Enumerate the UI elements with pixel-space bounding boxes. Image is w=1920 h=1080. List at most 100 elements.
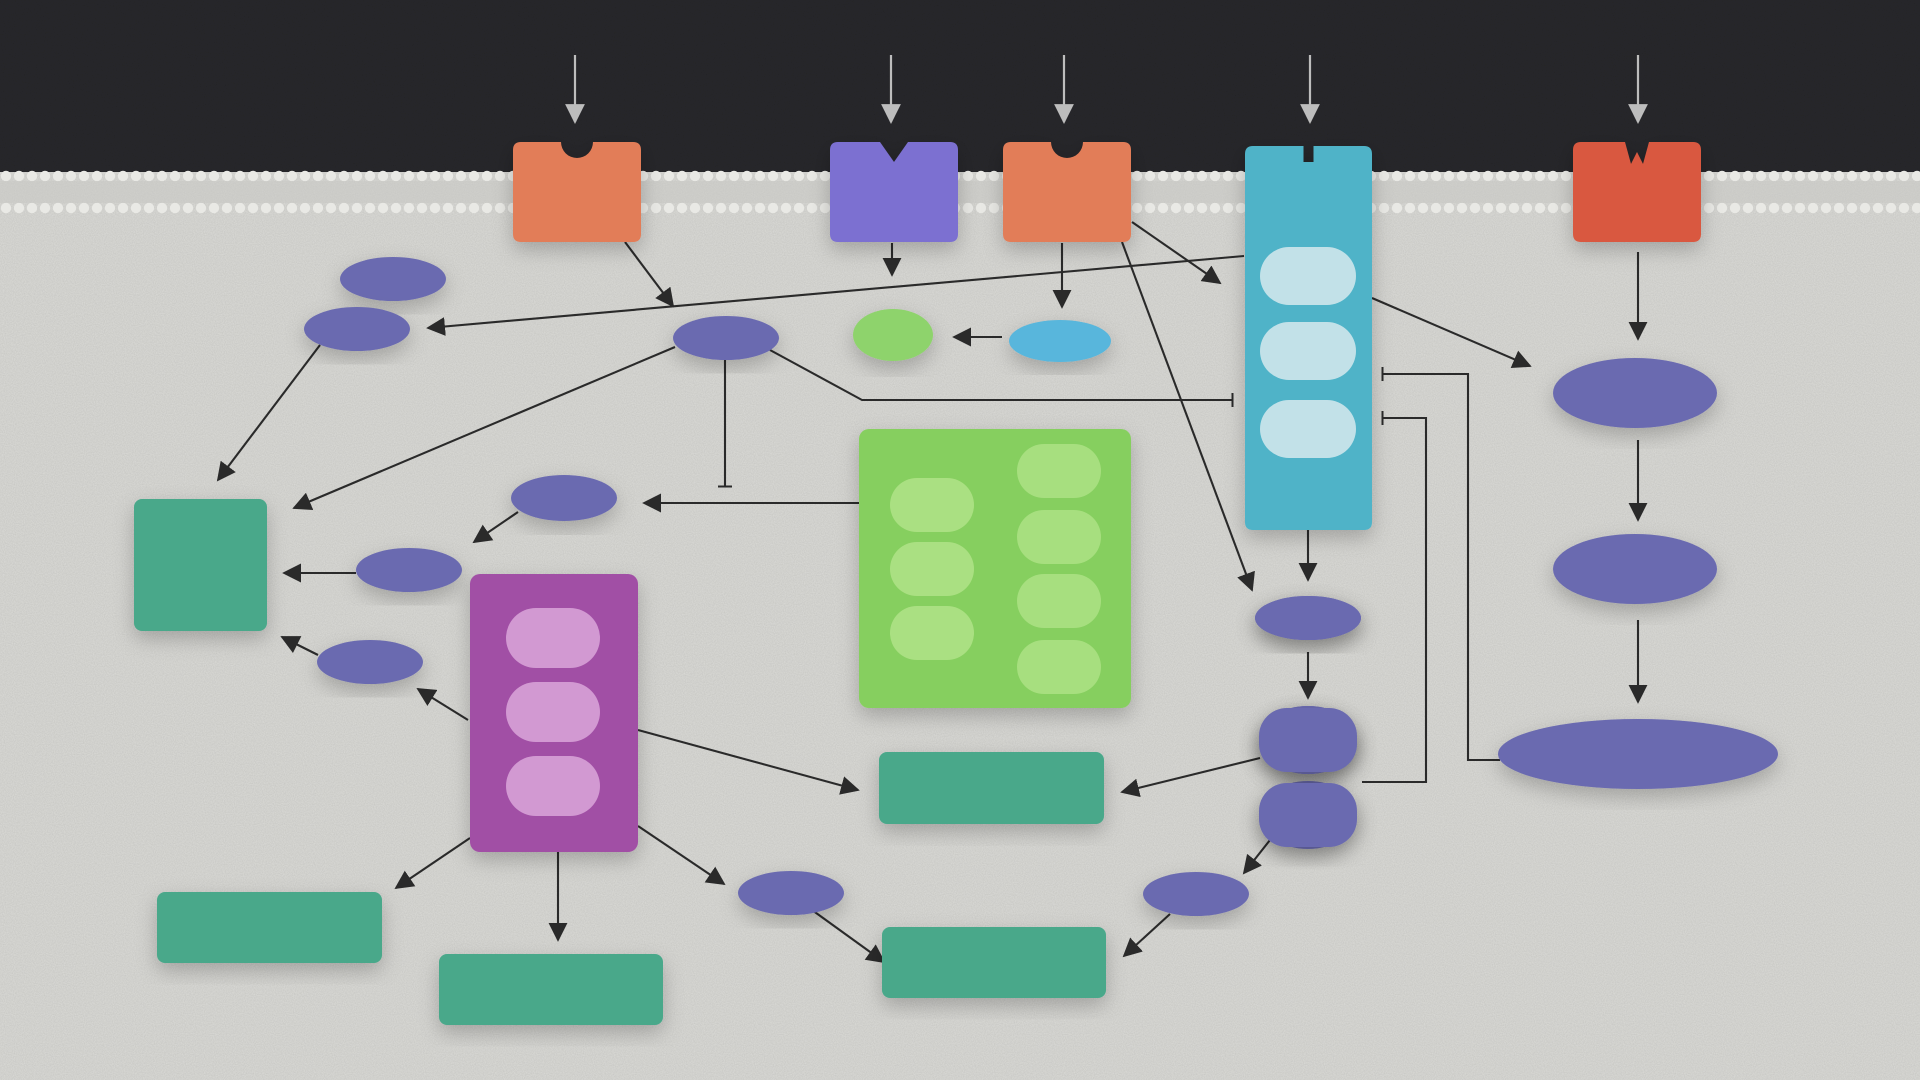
target-5: [882, 927, 1106, 998]
membrane-bead: [234, 170, 246, 182]
membrane-bead: [1703, 202, 1715, 214]
activation-edge: [1120, 756, 1261, 798]
membrane-bead: [52, 170, 64, 182]
membrane-bead: [455, 202, 467, 214]
membrane-bead: [1534, 170, 1546, 182]
activation-edge: [637, 825, 726, 886]
node-g: [356, 548, 462, 592]
membrane-bead: [312, 170, 324, 182]
membrane-bead: [1222, 170, 1234, 182]
inhibition-edge: [769, 349, 1234, 407]
membrane-bead: [663, 202, 675, 214]
complex-green-subunit: [1017, 574, 1101, 628]
membrane-bead: [338, 202, 350, 214]
membrane-bead: [286, 202, 298, 214]
membrane-bead: [1755, 202, 1767, 214]
membrane-bead: [1417, 170, 1429, 182]
membrane-bead: [780, 170, 792, 182]
membrane-bead: [39, 170, 51, 182]
membrane-bead: [663, 170, 675, 182]
target-4: [439, 954, 663, 1025]
membrane-bead: [1716, 170, 1728, 182]
membrane-bead: [1378, 202, 1390, 214]
membrane-bead: [689, 202, 701, 214]
membrane-bead: [741, 170, 753, 182]
membrane-bead: [1534, 202, 1546, 214]
membrane-bead: [728, 202, 740, 214]
membrane-bead: [1820, 170, 1832, 182]
activation-edge: [637, 728, 860, 795]
membrane-bead: [1859, 202, 1871, 214]
extracellular-signals: [565, 55, 1648, 124]
membrane-bead: [156, 170, 168, 182]
complex-green-subunit: [1017, 640, 1101, 694]
membrane-bead: [1430, 202, 1442, 214]
membrane-bead: [806, 170, 818, 182]
membrane-bead: [442, 202, 454, 214]
membrane-bead: [1482, 170, 1494, 182]
membrane-bead: [1547, 202, 1559, 214]
membrane-bead: [1781, 202, 1793, 214]
membrane-bead: [143, 170, 155, 182]
membrane-bead: [260, 170, 272, 182]
activation-edge: [1121, 241, 1255, 592]
node-l: [1255, 596, 1361, 640]
complex-green-subunit: [890, 606, 974, 660]
membrane-bead: [754, 202, 766, 214]
membrane-bead: [650, 170, 662, 182]
node-b: [304, 307, 410, 351]
membrane-bead: [325, 170, 337, 182]
membrane-bead: [702, 202, 714, 214]
membrane-bead: [1898, 170, 1910, 182]
activation-edge: [426, 254, 1245, 336]
membrane-bead: [1521, 202, 1533, 214]
membrane-bead: [1495, 202, 1507, 214]
membrane-bead: [1508, 202, 1520, 214]
node-i: [738, 871, 844, 915]
membrane-bead: [1846, 202, 1858, 214]
node-a: [340, 257, 446, 301]
membrane-bead: [988, 202, 1000, 214]
membrane-bead: [299, 202, 311, 214]
membrane-bead: [78, 170, 90, 182]
membrane-bead: [1521, 170, 1533, 182]
receptor-3: [1003, 142, 1131, 242]
node-o: [1143, 872, 1249, 916]
activation-edge: [472, 511, 519, 544]
membrane-bead: [481, 170, 493, 182]
membrane-bead: [494, 202, 506, 214]
membrane-bead: [1170, 170, 1182, 182]
membrane-bead: [156, 202, 168, 214]
target-3: [157, 892, 382, 963]
node-c: [673, 316, 779, 360]
receptor-4-subunit: [1260, 322, 1356, 380]
membrane-bead: [52, 202, 64, 214]
membrane-bead: [273, 202, 285, 214]
membrane-bead: [325, 202, 337, 214]
receptor-4-subunit: [1260, 247, 1356, 305]
membrane-bead: [1560, 202, 1572, 214]
node-f: [511, 475, 617, 521]
receptor-1: [513, 142, 641, 242]
membrane-core: [0, 181, 1920, 203]
membrane-bead: [1183, 202, 1195, 214]
membrane-bead: [13, 170, 25, 182]
membrane-bead: [143, 202, 155, 214]
membrane-bead: [273, 170, 285, 182]
membrane-bead: [130, 170, 142, 182]
membrane-bead: [78, 202, 90, 214]
membrane-bead: [962, 170, 974, 182]
membrane-bead: [1859, 170, 1871, 182]
membrane-bead: [1794, 170, 1806, 182]
membrane-bead: [208, 170, 220, 182]
membrane-bead: [455, 170, 467, 182]
membrane-bead: [1547, 170, 1559, 182]
membrane-bead: [1911, 202, 1920, 214]
membrane-bead: [1144, 202, 1156, 214]
membrane-bead: [351, 170, 363, 182]
activation-edge: [292, 346, 676, 511]
membrane-bead: [403, 170, 415, 182]
membrane-bead: [741, 202, 753, 214]
node-d: [853, 309, 933, 361]
membrane-bead: [1404, 170, 1416, 182]
